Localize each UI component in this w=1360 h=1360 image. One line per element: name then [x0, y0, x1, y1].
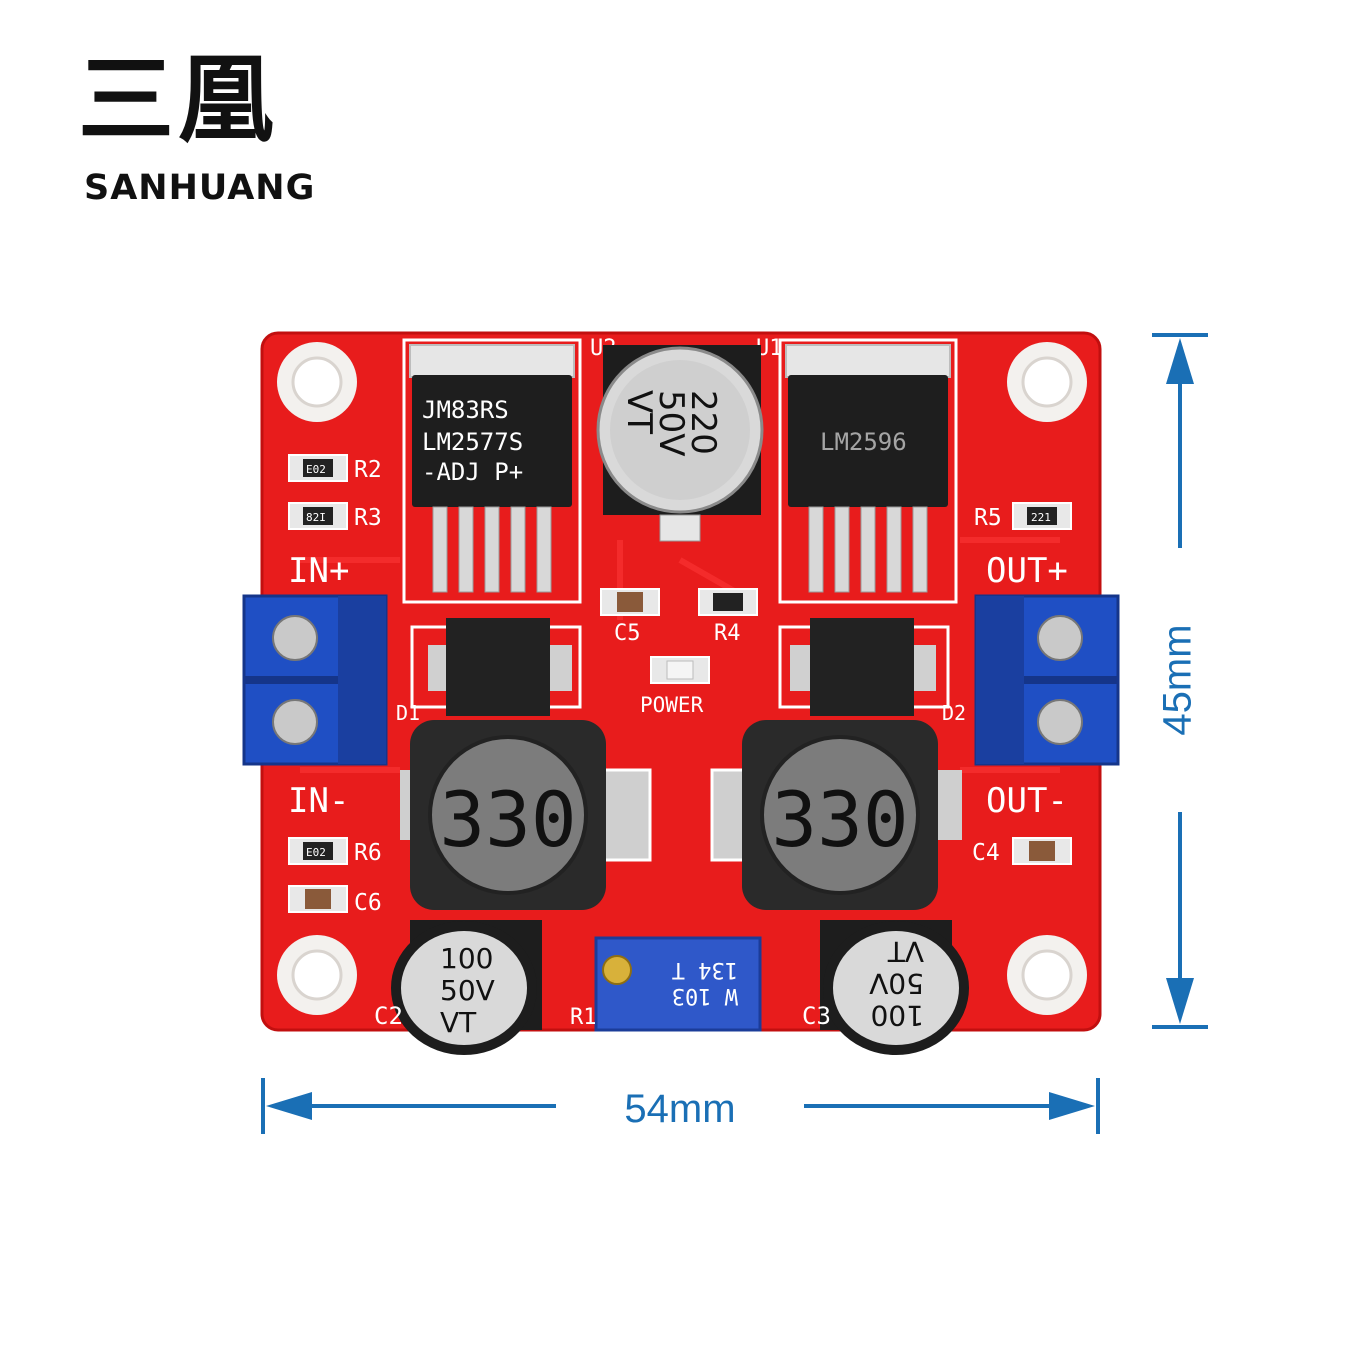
cap-br-line-3: VT: [887, 935, 924, 968]
resistor-r3: 82I: [288, 502, 348, 530]
mounting-hole-top-left: [277, 342, 357, 422]
label-c3: C3: [802, 1002, 831, 1030]
pot-line-1: W 103: [672, 983, 738, 1008]
dimension-height-label: 45mm: [1156, 624, 1200, 735]
r3-code: 82I: [306, 511, 326, 524]
r5-code: 221: [1031, 511, 1051, 524]
pot-line-2: 134 T: [672, 957, 738, 982]
brand-name: SANHUANG: [84, 168, 316, 208]
cap-bl-line-3: VT: [440, 1006, 477, 1039]
inductor-right: 330: [710, 720, 962, 910]
arrow-up-icon: [1166, 338, 1194, 384]
chip-left-line-1: JM83RS: [422, 396, 509, 424]
label-d2: D2: [942, 701, 966, 725]
arrow-right-icon: [1049, 1092, 1095, 1120]
regulator-chip-right: LM2596: [778, 338, 958, 604]
r6-code: E02: [306, 846, 326, 859]
cap-bl-line-2: 50V: [440, 974, 495, 1007]
label-r2: R2: [354, 457, 382, 483]
regulator-chip-left: JM83RS LM2577S -ADJ P+: [402, 338, 582, 604]
r2-code: E02: [306, 463, 326, 476]
capacitor-top: 220 50V VT: [596, 345, 764, 542]
label-out-minus: OUT-: [986, 781, 1068, 821]
label-c4: C4: [972, 840, 1000, 866]
inductor-left: 330: [400, 720, 652, 910]
cap-br-line-1: 100: [871, 999, 924, 1032]
capacitor-bottom-right: 100 50V VT: [820, 920, 969, 1055]
label-in-minus: IN-: [288, 781, 349, 821]
arrow-left-icon: [266, 1092, 312, 1120]
inductor-right-label: 330: [771, 775, 908, 864]
terminal-block-output: [974, 594, 1120, 766]
mounting-hole-bottom-left: [277, 935, 357, 1015]
capacitor-c4: [1012, 837, 1072, 865]
resistor-r6: E02: [288, 837, 348, 865]
smd-components: E02 82I 221 E02: [288, 454, 1072, 913]
terminal-block-input: [242, 594, 388, 766]
resistor-r4: [698, 588, 758, 616]
potentiometer-r1: W 103 134 T: [594, 936, 762, 1032]
mounting-hole-top-right: [1007, 342, 1087, 422]
resistor-r5: 221: [1012, 502, 1072, 530]
cap-top-line-1: 220: [683, 390, 723, 455]
arrow-down-icon: [1166, 978, 1194, 1024]
label-in-plus: IN+: [288, 551, 349, 591]
mounting-hole-bottom-right: [1007, 935, 1087, 1015]
resistor-r2: E02: [288, 454, 348, 482]
inductor-left-label: 330: [439, 775, 576, 864]
dimension-width-label: 54mm: [624, 1087, 735, 1131]
capacitor-bottom-left: 100 50V VT: [391, 920, 542, 1055]
diode-d2: [778, 618, 950, 716]
cap-br-line-2: 50V: [869, 967, 924, 1000]
capacitor-c6: [288, 885, 348, 913]
power-led: [650, 656, 710, 684]
dimension-horizontal: 54mm: [261, 1078, 1100, 1134]
chip-left-line-2: LM2577S: [422, 428, 523, 456]
dimension-vertical: 45mm: [1152, 333, 1208, 1029]
silkscreen-labels: IN+ IN- OUT+ OUT- POWER D1 D2 R2 R3 R4 R…: [288, 457, 1068, 916]
label-power: POWER: [640, 693, 704, 717]
capacitor-c5: [600, 588, 660, 616]
label-out-plus: OUT+: [986, 551, 1068, 591]
label-c5: C5: [614, 621, 641, 646]
cap-top-line-2: 50V: [651, 390, 691, 457]
cap-bl-line-1: 100: [440, 942, 493, 975]
cap-top-line-3: VT: [619, 390, 659, 434]
brand-chinese-logo: 三凰: [78, 43, 278, 156]
label-c2: C2: [374, 1002, 403, 1030]
label-r3: R3: [354, 505, 382, 531]
chip-right-line-1: LM2596: [820, 428, 907, 456]
diode-d1: [410, 618, 582, 716]
mounting-holes: [277, 342, 1087, 1015]
chip-left-line-3: -ADJ P+: [422, 458, 523, 486]
label-r4: R4: [714, 621, 741, 646]
label-r1: R1: [570, 1005, 597, 1030]
label-r6: R6: [354, 840, 382, 866]
label-c6: C6: [354, 890, 382, 916]
label-r5: R5: [974, 505, 1002, 531]
label-d1: D1: [396, 701, 420, 725]
